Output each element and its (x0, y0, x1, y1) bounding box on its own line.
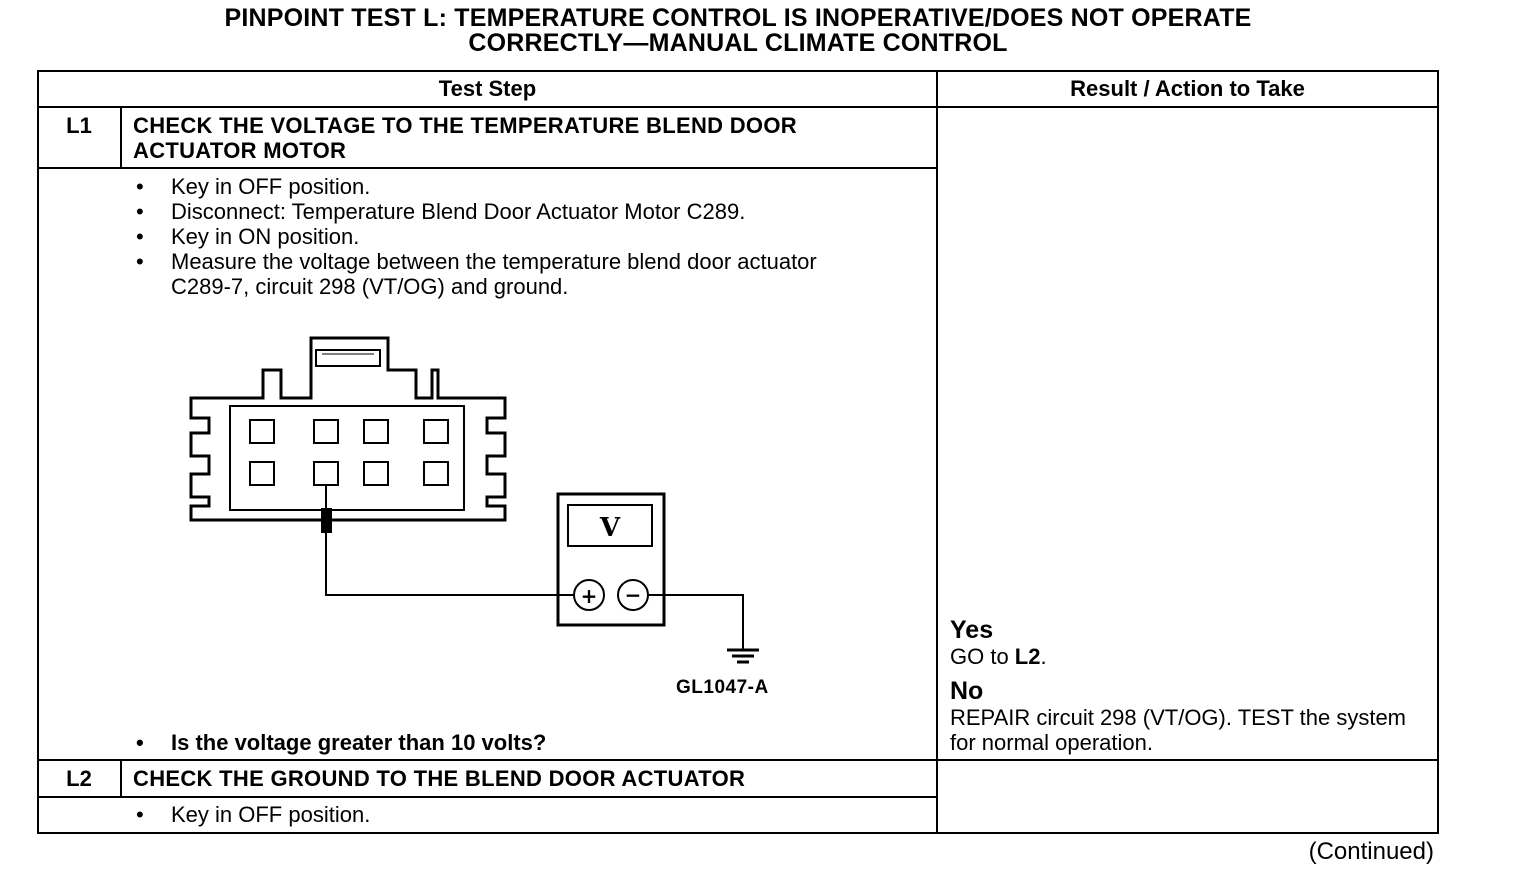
connector-pin (313, 419, 339, 444)
connector-pin-7 (313, 461, 339, 486)
result-yes-prefix: GO to (950, 644, 1015, 669)
list-item: Key in OFF position. (133, 174, 833, 199)
figure-id: GL1047-A (676, 677, 769, 698)
title-line-2: CORRECTLY—MANUAL CLIMATE CONTROL (468, 29, 1008, 57)
step-heading-l1: CHECK THE VOLTAGE TO THE TEMPERATURE BLE… (133, 113, 797, 163)
step-heading-l1-line2: ACTUATOR MOTOR (133, 138, 347, 163)
step-l1-instructions: Key in OFF position. Disconnect: Tempera… (133, 174, 833, 299)
list-item: Disconnect: Temperature Blend Door Actua… (133, 199, 833, 224)
header-divider (37, 106, 1439, 108)
list-item: Is the voltage greater than 10 volts? (133, 730, 833, 755)
title-line-1: PINPOINT TEST L: TEMPERATURE CONTROL IS … (224, 4, 1252, 32)
list-item: Key in ON position. (133, 224, 833, 249)
connector-inner-housing (229, 405, 465, 511)
result-no-text: REPAIR circuit 298 (VT/OG). TEST the sys… (950, 705, 1407, 755)
l1-l2-divider (37, 759, 1439, 761)
connector-pin (423, 419, 449, 444)
header-result: Result / Action to Take (1070, 76, 1305, 101)
connector-c289-outline (189, 336, 507, 522)
column-divider (936, 70, 938, 834)
l2-id-divider (120, 759, 122, 797)
ground-lead-wire (648, 594, 744, 650)
l1-id-divider (120, 106, 122, 169)
result-yes-suffix: . (1040, 644, 1047, 669)
table-border (37, 70, 1439, 834)
page-title: PINPOINT TEST L: TEMPERATURE CONTROL IS … (0, 6, 1476, 56)
result-no-label: No (950, 677, 984, 705)
test-probe (321, 508, 332, 533)
connector-latch (315, 349, 381, 367)
voltmeter-symbol: V (599, 513, 621, 543)
connector-pin (363, 461, 389, 486)
voltage-measurement-diagram: V + − (189, 336, 759, 664)
result-yes-label: Yes (950, 616, 994, 644)
connector-pin (423, 461, 449, 486)
voltmeter-display (567, 504, 653, 547)
list-item: Measure the voltage between the temperat… (133, 249, 833, 299)
result-yes-target: L2 (1014, 644, 1041, 669)
list-item: Key in OFF position. (133, 802, 833, 827)
result-yes-text: GO to L2. (950, 644, 1047, 669)
l1-heading-divider (37, 167, 938, 169)
ground-symbol-icon (727, 648, 759, 664)
connector-pin (249, 419, 275, 444)
positive-terminal (573, 579, 605, 611)
positive-lead-wire (325, 533, 576, 596)
positive-terminal-symbol: + (581, 584, 598, 608)
continued-note: (Continued) (1308, 838, 1434, 865)
step-heading-l2: CHECK THE GROUND TO THE BLEND DOOR ACTUA… (133, 766, 746, 791)
connector-pin (249, 461, 275, 486)
step-l2-instructions: Key in OFF position. (133, 802, 833, 827)
step-id-l2: L2 (66, 766, 92, 791)
step-l1-question: Is the voltage greater than 10 volts? (133, 730, 833, 755)
step-heading-l1-line1: CHECK THE VOLTAGE TO THE TEMPERATURE BLE… (133, 113, 797, 138)
voltmeter-body (556, 492, 666, 627)
l2-heading-divider (37, 796, 938, 798)
connector-pin (363, 419, 389, 444)
header-test-step: Test Step (438, 76, 537, 101)
negative-terminal-symbol: − (625, 583, 642, 607)
step-id-l1: L1 (66, 113, 92, 138)
